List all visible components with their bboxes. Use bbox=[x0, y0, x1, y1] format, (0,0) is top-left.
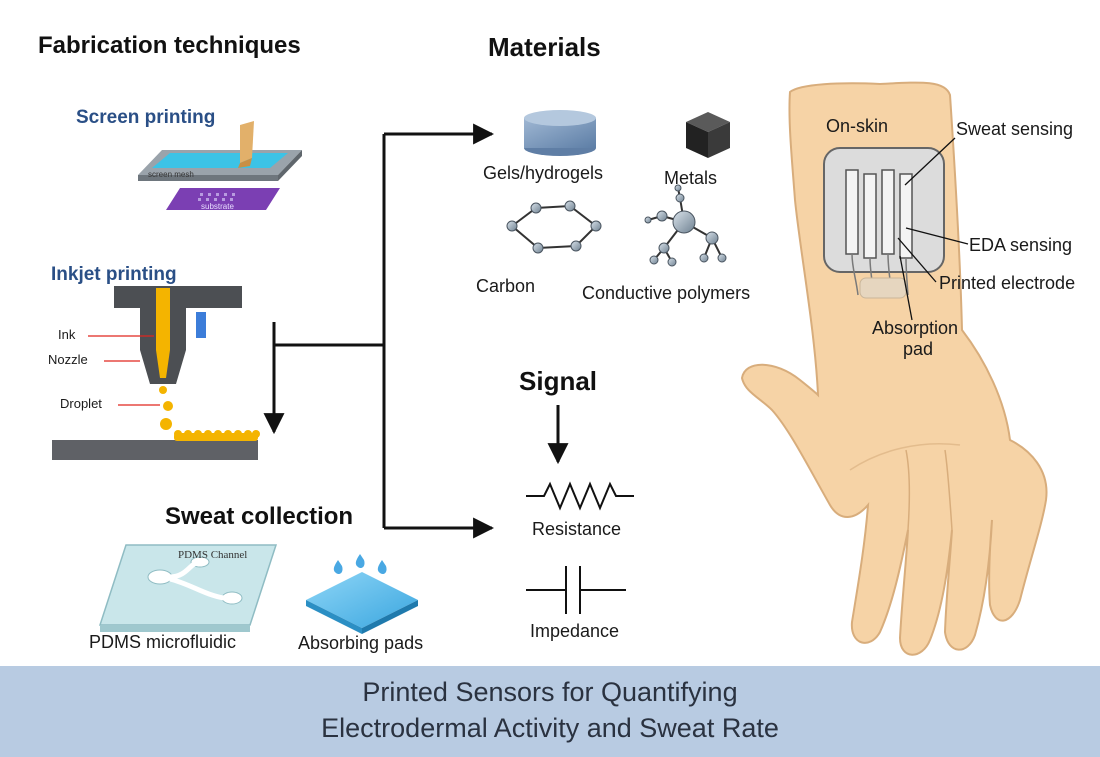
absorption-pad-label-line1: Absorption bbox=[872, 318, 959, 338]
finger-crease bbox=[905, 449, 911, 531]
absorption-pad-label-line2: pad bbox=[903, 339, 934, 359]
carbon-label: Carbon bbox=[476, 276, 536, 296]
on-skin-label: On-skin bbox=[826, 116, 889, 136]
screen-printing-label: Screen printing bbox=[76, 107, 216, 128]
pdms-chip-icon bbox=[98, 544, 278, 632]
sweat-collection-heading: Sweat collection bbox=[165, 503, 354, 530]
banner-title-line-2: Electrodermal Activity and Sweat Rate bbox=[321, 713, 779, 743]
pdms-channel-label: PDMS Channel bbox=[178, 549, 248, 561]
inkjet-printing-label: Inkjet printing bbox=[51, 264, 177, 285]
hand-illustration bbox=[740, 81, 1048, 656]
banner-title-line-1: Printed Sensors for Quantifying bbox=[362, 677, 738, 707]
capacitor-icon bbox=[526, 566, 626, 614]
ink-label: Ink bbox=[58, 327, 76, 342]
screen-printing-illustration bbox=[138, 121, 302, 210]
inkjet-illustration bbox=[52, 286, 260, 460]
eda-sensing-label: EDA sensing bbox=[969, 235, 1073, 255]
finger-crease bbox=[944, 449, 953, 531]
screen-mesh-label: screen mesh bbox=[148, 170, 194, 179]
impedance-label: Impedance bbox=[530, 621, 620, 641]
hand-skin bbox=[740, 81, 1048, 656]
substrate-label: substrate bbox=[201, 202, 234, 211]
metals-label: Metals bbox=[664, 168, 718, 188]
flow-arrows bbox=[263, 123, 569, 539]
title-banner: Printed Sensors for Quantifying Electrod… bbox=[0, 666, 1100, 757]
signal-heading: Signal bbox=[519, 366, 598, 396]
metal-cube-icon bbox=[686, 112, 730, 158]
fabrication-heading: Fabrication techniques bbox=[38, 32, 301, 59]
polymer-molecule-icon bbox=[644, 184, 727, 267]
nozzle-label: Nozzle bbox=[48, 352, 88, 367]
carbon-ring-icon bbox=[506, 200, 602, 254]
absorbing-pad-icon bbox=[306, 554, 418, 634]
sweat-sensing-label: Sweat sensing bbox=[956, 119, 1074, 139]
palm-crease bbox=[849, 442, 961, 471]
gels-label: Gels/hydrogels bbox=[483, 163, 604, 183]
hydrogel-icon bbox=[524, 110, 596, 156]
absorption-pad bbox=[859, 277, 907, 299]
materials-heading: Materials bbox=[488, 32, 601, 62]
conductive-polymers-label: Conductive polymers bbox=[582, 283, 751, 303]
printed-electrode-label: Printed electrode bbox=[939, 273, 1076, 293]
pdms-microfluidic-label: PDMS microfluidic bbox=[89, 632, 237, 652]
droplet-label: Droplet bbox=[60, 396, 102, 411]
resistor-icon bbox=[526, 481, 634, 511]
squeegee bbox=[240, 121, 254, 163]
absorbing-pads-label: Absorbing pads bbox=[298, 633, 424, 653]
leader-lines bbox=[897, 137, 969, 321]
resistance-label: Resistance bbox=[532, 519, 622, 539]
